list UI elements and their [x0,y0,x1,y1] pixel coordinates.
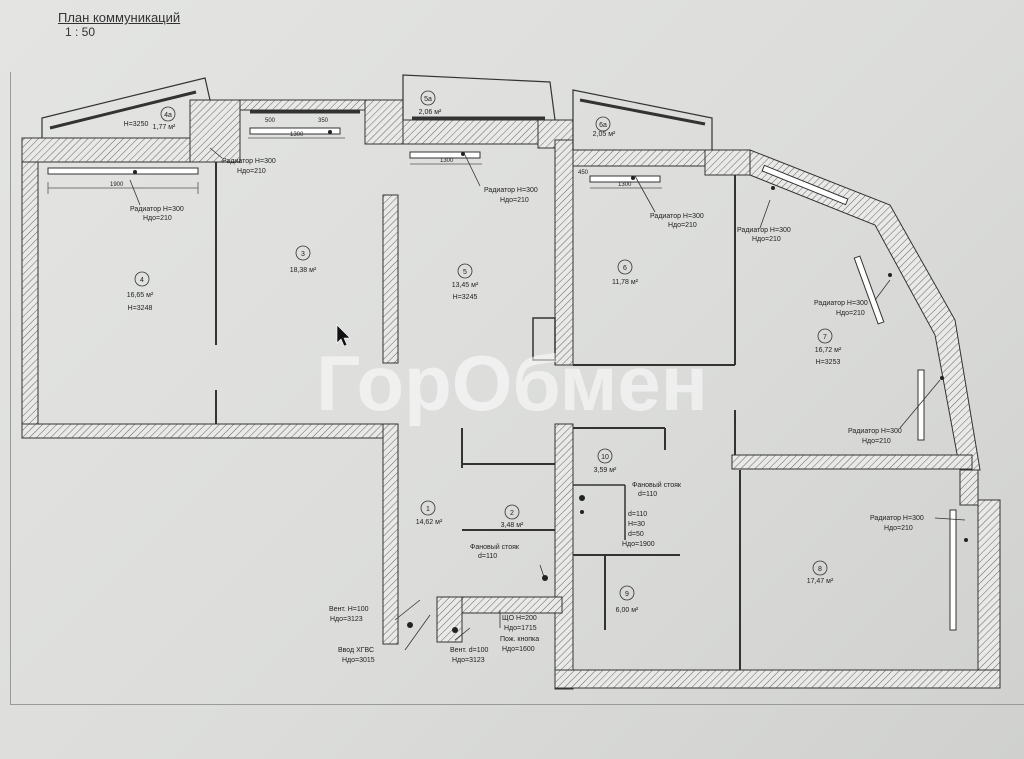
room-area: 11,78 м² [612,279,639,286]
dim-label: 1300 [290,132,304,138]
radiator-label: Ндо=210 [752,236,781,243]
mouse-cursor-icon [336,324,351,347]
dim-label: 1900 [110,182,124,188]
room-area: 16,72 м² [815,347,842,354]
utility-label: Фановый стояк [632,481,682,489]
radiator-label: Радиатор Н=300 [130,206,184,213]
dim-label: 500 [265,118,276,124]
room-area: 1,77 м² [153,124,176,131]
utility-label: Ндо=1900 [622,541,655,548]
radiator-labels: Радиатор Н=300 Ндо=210 Радиатор Н=300 Нд… [130,158,924,532]
room-number: 9 [625,591,629,598]
radiator-label: Радиатор Н=300 [848,428,902,435]
room-number: 5 [463,269,467,276]
room-number: 10 [601,454,609,461]
room-number: 4 [140,277,144,284]
dimension-labels: 1900 1300 1300 1300 500 350 450 [110,118,632,188]
utility-label: d=110 [628,511,647,518]
utility-label: Вент. H=100 [329,606,369,613]
dim-label: 1300 [440,158,454,164]
room-height: H=3248 [128,305,153,312]
radiator-symbols [47,127,957,631]
room-numbers: 4 3 5 6 7 1 2 10 9 8 4а 5а 6а [140,96,827,598]
room-area: 14,62 м² [416,519,443,526]
utility-label: Пож. кнопка [500,636,539,643]
room-area: 16,65 м² [127,292,154,299]
radiator-label: Ндо=210 [143,215,172,222]
room-number: 5а [424,96,432,103]
dim-label: 350 [318,118,329,124]
room-area: 18,38 м² [290,267,317,274]
radiator-label: Ндо=210 [862,438,891,445]
room-area: 13,45 м² [452,282,479,289]
room-area: 2,05 м² [593,131,616,138]
pipe-points [133,130,968,633]
radiator-label: Ндо=210 [884,525,913,532]
utility-label: H=30 [628,521,645,528]
utility-labels: Фановый стояк d=110 d=110 H=30 d=50 Ндо=… [329,481,682,664]
utility-label: Ндо=3123 [452,657,485,664]
room-number: 8 [818,566,822,573]
radiator-label: Радиатор Н=300 [484,187,538,194]
balconies [41,74,713,150]
radiator-label: Ндо=210 [668,222,697,229]
dimension-lines [47,137,662,194]
watermark: ГорОбмен [316,339,708,427]
room-height: H=3253 [816,359,841,366]
exterior-walls [21,99,1001,690]
plan-scale: 1 : 50 [65,25,96,39]
room-height: H=3245 [453,294,478,301]
room-number: 6а [599,122,607,129]
room-area: 17,47 м² [807,578,834,585]
utility-label: Ндо=1715 [504,625,537,632]
utility-label: d=110 [478,553,497,560]
utility-label: Ндо=1600 [502,646,535,653]
room-number: 3 [301,251,305,258]
dim-label: 1300 [618,182,632,188]
radiator-label: Радиатор Н=300 [870,515,924,522]
radiator-label: Ндо=210 [237,168,266,175]
utility-label: Ндо=3015 [342,657,375,664]
utility-label: d=110 [638,491,657,498]
radiator-label: Радиатор Н=300 [222,158,276,165]
room-area: 3,59 м² [594,467,617,474]
radiator-label: Радиатор Н=300 [737,227,791,234]
plan-title: План коммуникаций [58,10,181,25]
utility-label: Ндо=3123 [330,616,363,623]
room-area: 3,48 м² [501,522,524,529]
utility-label: Ввод ХГВС [338,647,374,654]
room-number: 1 [426,506,430,513]
radiator-label: Радиатор Н=300 [814,300,868,307]
interior-walls [215,162,741,670]
room-areas: 16,65 м² H=3248 18,38 м² 13,45 м² H=3245… [124,109,842,614]
radiator-label: Ндо=210 [500,197,529,204]
radiator-label: Ндо=210 [836,310,865,317]
room-number: 6 [623,265,627,272]
room-number-circles [134,90,833,601]
drawing-frame [10,72,1024,705]
radiator-label: Радиатор Н=300 [650,213,704,220]
room-number: 2 [510,510,514,517]
room-area: 2,06 м² [419,109,442,116]
utility-label: d=50 [628,531,644,538]
room-height: H=3250 [124,121,149,128]
room-number: 4а [164,112,172,119]
room-number: 7 [823,334,827,341]
leader-lines [129,147,966,651]
room-area: 6,00 м² [616,607,639,614]
utility-label: ЩО H=200 [502,615,537,622]
dim-label: 450 [578,170,589,176]
utility-label: Вент. d=100 [450,647,489,654]
utility-label: Фановый стояк [470,543,520,551]
